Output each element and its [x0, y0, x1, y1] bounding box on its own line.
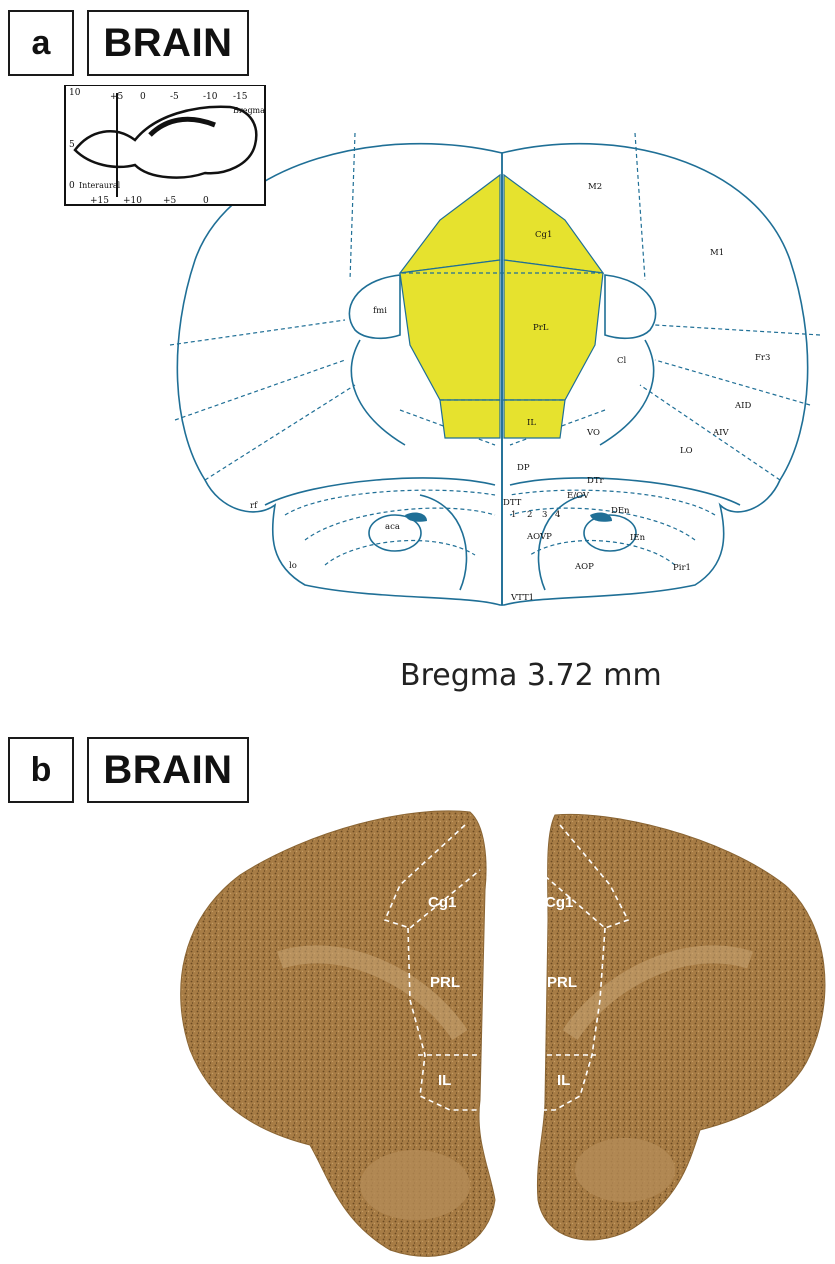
region-label-dtr: DTr: [587, 476, 604, 486]
inset-left-tick: 0: [69, 181, 75, 191]
region-label-aid: AID: [734, 401, 751, 411]
inset-bottom-tick: +15: [90, 196, 109, 206]
inset-top-tick: -15: [233, 92, 248, 102]
layer-number: 3: [542, 510, 547, 520]
region-label-rf: rf: [250, 501, 258, 511]
panel-a-letter: a: [8, 10, 74, 76]
inset-top-tick: +5: [110, 92, 124, 102]
inset-interaural-label: Interaural: [79, 181, 121, 190]
region-label-m1: M1: [710, 248, 724, 258]
panel-b-letter: b: [8, 737, 74, 803]
region-label-cl: Cl: [617, 356, 627, 366]
inset-bottom-tick: +10: [123, 196, 142, 206]
region-label-cg1: Cg1: [535, 230, 552, 240]
panel-b-title: BRAIN: [87, 737, 249, 803]
inset-left-tick: 10: [69, 88, 81, 98]
inset-bottom-tick: 0: [203, 196, 209, 206]
region-label-vtt1: VTT1: [510, 593, 534, 603]
photo-label-cg1-right: Cg1: [545, 894, 573, 911]
region-label-e-ov: E/OV: [567, 491, 590, 501]
region-label-dtt: DTT: [503, 498, 522, 508]
photo-label-il-right: IL: [557, 1072, 570, 1089]
region-label-aiv: AIV: [712, 428, 729, 438]
atlas-coronal-section: +5 0 -5 -10 -15 Bregma 10 5 0 Interaural…: [55, 85, 835, 625]
region-label-aop: AOP: [574, 562, 594, 572]
histology-photo: Cg1 PRL IL Cg1 PRL IL: [160, 800, 835, 1264]
region-label-m2: M2: [588, 182, 602, 192]
region-label-fmi: fmi: [373, 306, 387, 316]
inset-left-tick: 5: [69, 140, 75, 150]
inset-bottom-tick: +5: [163, 196, 177, 206]
region-label-il: IL: [527, 418, 536, 428]
region-label-aca: aca: [385, 522, 400, 532]
inset-top-tick: -10: [203, 92, 218, 102]
layer-number: 2: [527, 510, 532, 520]
region-label-vo: VO: [586, 428, 600, 438]
region-label-prl: PrL: [533, 323, 549, 333]
region-label-pir1: Pir1: [673, 563, 691, 573]
region-label-aovp: AOVP: [526, 532, 552, 542]
region-label-ien: IEn: [630, 533, 646, 543]
inset-top-tick: -5: [170, 92, 179, 102]
region-label-lo-tract: lo: [289, 561, 297, 571]
inset-bregma-label: Bregma: [233, 106, 265, 115]
region-label-den: DEn: [611, 506, 630, 516]
region-label-dp: DP: [517, 463, 530, 473]
photo-label-prl-right: PRL: [547, 974, 577, 991]
region-label-lo: LO: [680, 446, 693, 456]
region-label-fr3: Fr3: [755, 353, 770, 363]
photo-label-prl-left: PRL: [430, 974, 460, 991]
layer-number: 4: [555, 510, 560, 520]
layer-number: 1: [511, 510, 516, 520]
panel-a-title: BRAIN: [87, 10, 249, 76]
inset-top-tick: 0: [140, 92, 146, 102]
photo-label-cg1-left: Cg1: [428, 894, 456, 911]
bregma-caption: Bregma 3.72 mm: [400, 658, 662, 693]
photo-label-il-left: IL: [438, 1072, 451, 1089]
